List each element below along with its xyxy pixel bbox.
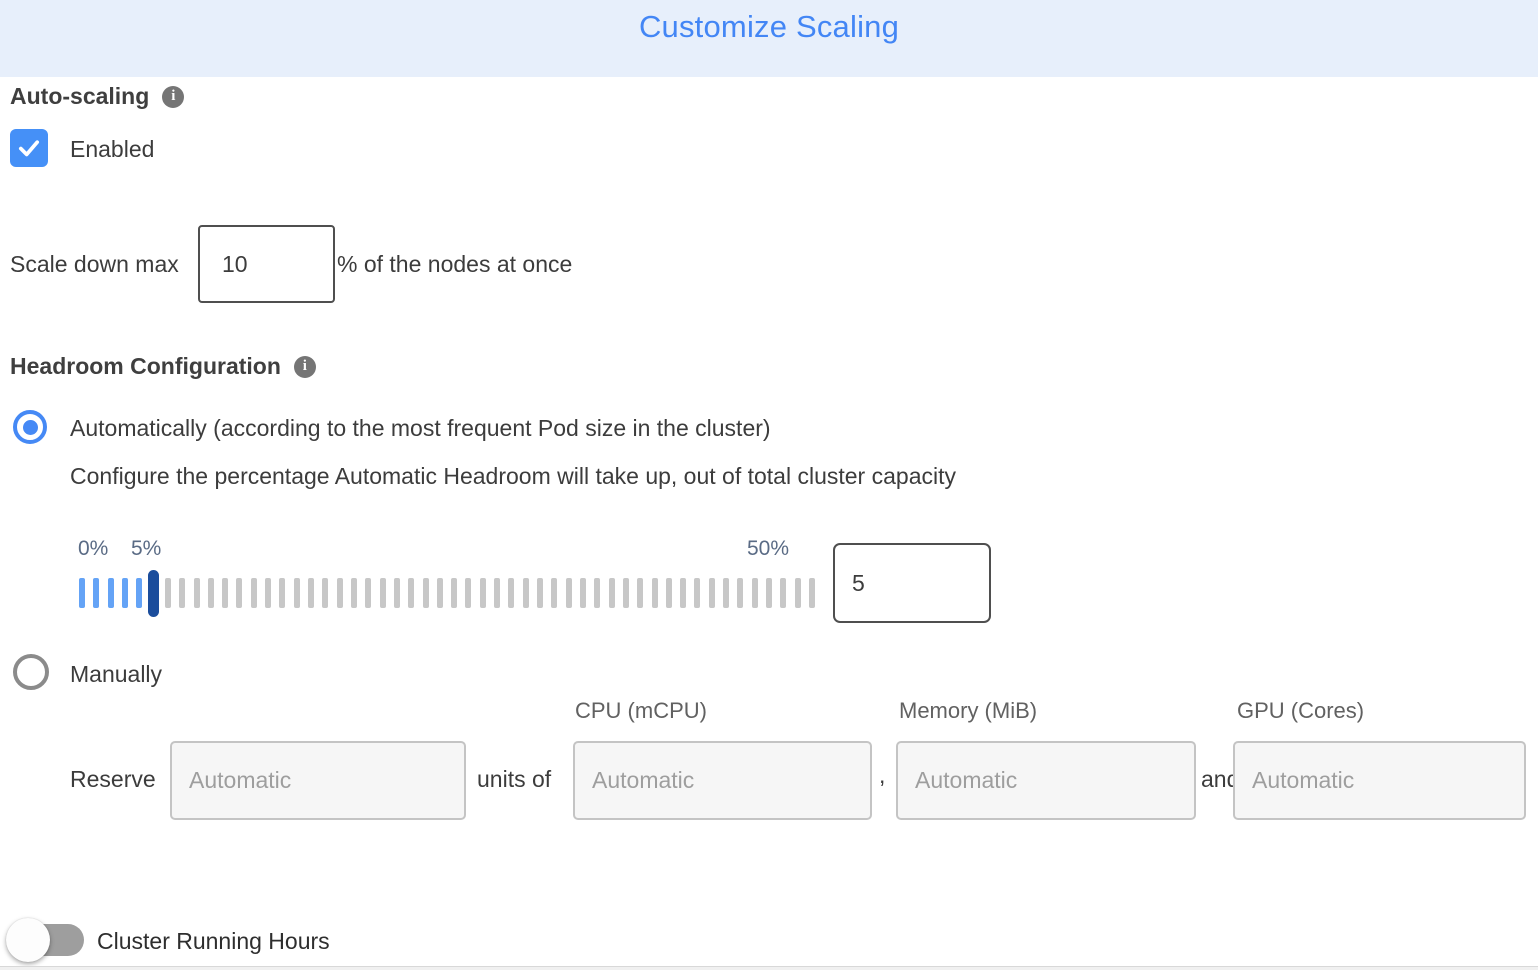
cpu-column-header: CPU (mCPU) xyxy=(575,698,707,723)
bottom-divider xyxy=(0,966,1538,970)
gpu-column-header: GPU (Cores) xyxy=(1237,698,1365,723)
slider-tick[interactable] xyxy=(350,578,357,608)
slider-tick[interactable] xyxy=(179,578,186,608)
slider-tick[interactable] xyxy=(422,578,429,608)
enabled-label: Enabled xyxy=(70,136,155,162)
toggle-knob[interactable] xyxy=(6,918,50,962)
scale-down-prefix: Scale down max xyxy=(10,251,179,277)
memory-column-header: Memory (MiB) xyxy=(899,698,1038,723)
slider-tick[interactable] xyxy=(680,578,687,608)
cluster-running-hours-label: Cluster Running Hours xyxy=(97,928,330,954)
headroom-slider-handle[interactable] xyxy=(148,570,160,617)
reserve-memory-input[interactable] xyxy=(896,741,1196,820)
slider-tick[interactable] xyxy=(207,578,214,608)
headroom-configuration-label: Headroom Configuration xyxy=(10,353,281,379)
slider-tick[interactable] xyxy=(279,578,286,608)
slider-tick[interactable] xyxy=(136,578,143,608)
slider-tick[interactable] xyxy=(565,578,572,608)
auto-scaling-section-header: Auto-scaling i xyxy=(10,83,185,110)
slider-tick[interactable] xyxy=(193,578,200,608)
auto-scaling-label: Auto-scaling xyxy=(10,83,150,109)
slider-tick[interactable] xyxy=(265,578,272,608)
headroom-percentage-input[interactable] xyxy=(833,543,991,623)
slider-tick[interactable] xyxy=(293,578,300,608)
slider-tick[interactable] xyxy=(622,578,629,608)
slider-tick[interactable] xyxy=(379,578,386,608)
slider-tick[interactable] xyxy=(479,578,486,608)
headroom-automatic-label: Automatically (according to the most fre… xyxy=(70,415,771,441)
slider-max-label: 50% xyxy=(747,537,790,560)
scale-down-max-input[interactable] xyxy=(198,225,335,303)
slider-tick[interactable] xyxy=(393,578,400,608)
slider-tick[interactable] xyxy=(121,578,128,608)
units-of-label: units of xyxy=(477,766,552,792)
slider-tick[interactable] xyxy=(494,578,501,608)
reserve-units-input[interactable] xyxy=(170,741,466,820)
auto-scaling-enabled-checkbox[interactable] xyxy=(10,129,48,167)
headroom-section-header: Headroom Configuration i xyxy=(10,353,316,380)
headroom-automatic-radio[interactable] xyxy=(13,410,47,444)
slider-current-label: 5% xyxy=(131,537,162,560)
slider-tick[interactable] xyxy=(465,578,472,608)
headroom-manual-label: Manually xyxy=(70,661,163,687)
slider-tick[interactable] xyxy=(766,578,772,608)
panel-header: Customize Scaling xyxy=(0,0,1538,77)
slider-tick[interactable] xyxy=(250,578,257,608)
slider-tick[interactable] xyxy=(808,578,815,608)
slider-tick[interactable] xyxy=(737,578,744,608)
reserve-gpu-input[interactable] xyxy=(1233,741,1526,820)
scale-down-suffix: % of the nodes at once xyxy=(337,251,573,277)
slider-tick[interactable] xyxy=(308,578,314,608)
slider-tick[interactable] xyxy=(751,578,758,608)
reserve-cpu-input[interactable] xyxy=(573,741,872,820)
slider-tick[interactable] xyxy=(665,578,672,608)
slider-tick[interactable] xyxy=(522,578,529,608)
slider-tick[interactable] xyxy=(408,578,415,608)
cluster-running-hours-toggle[interactable] xyxy=(6,918,84,962)
slider-tick[interactable] xyxy=(93,578,100,608)
slider-tick[interactable] xyxy=(694,578,701,608)
headroom-automatic-description: Configure the percentage Automatic Headr… xyxy=(70,463,956,489)
slider-tick[interactable] xyxy=(164,578,171,608)
slider-tick[interactable] xyxy=(79,578,85,608)
slider-tick[interactable] xyxy=(365,578,372,608)
slider-tick[interactable] xyxy=(107,578,114,608)
slider-tick[interactable] xyxy=(708,578,715,608)
headroom-manual-radio[interactable] xyxy=(13,654,49,690)
info-icon[interactable]: i xyxy=(293,355,316,378)
reserve-label: Reserve xyxy=(70,766,156,792)
slider-tick[interactable] xyxy=(579,578,586,608)
slider-tick[interactable] xyxy=(608,578,615,608)
slider-min-label: 0% xyxy=(78,537,109,560)
slider-tick[interactable] xyxy=(508,578,515,608)
slider-tick[interactable] xyxy=(436,578,443,608)
slider-tick[interactable] xyxy=(222,578,229,608)
and-label: and xyxy=(1201,766,1240,792)
slider-tick[interactable] xyxy=(637,578,644,608)
slider-tick[interactable] xyxy=(336,578,343,608)
page-title: Customize Scaling xyxy=(638,9,900,44)
checkmark-icon xyxy=(18,140,40,157)
radio-dot xyxy=(22,419,38,435)
info-icon[interactable]: i xyxy=(162,85,185,108)
slider-tick[interactable] xyxy=(451,578,458,608)
slider-tick[interactable] xyxy=(780,578,787,608)
slider-tick[interactable] xyxy=(723,578,730,608)
slider-tick[interactable] xyxy=(551,578,558,608)
slider-tick[interactable] xyxy=(651,578,658,608)
slider-tick[interactable] xyxy=(236,578,243,608)
slider-tick[interactable] xyxy=(537,578,543,608)
headroom-slider-track[interactable] xyxy=(79,570,815,617)
comma-separator: , xyxy=(879,762,886,788)
slider-tick[interactable] xyxy=(594,578,601,608)
slider-tick[interactable] xyxy=(322,578,329,608)
slider-tick[interactable] xyxy=(794,578,801,608)
